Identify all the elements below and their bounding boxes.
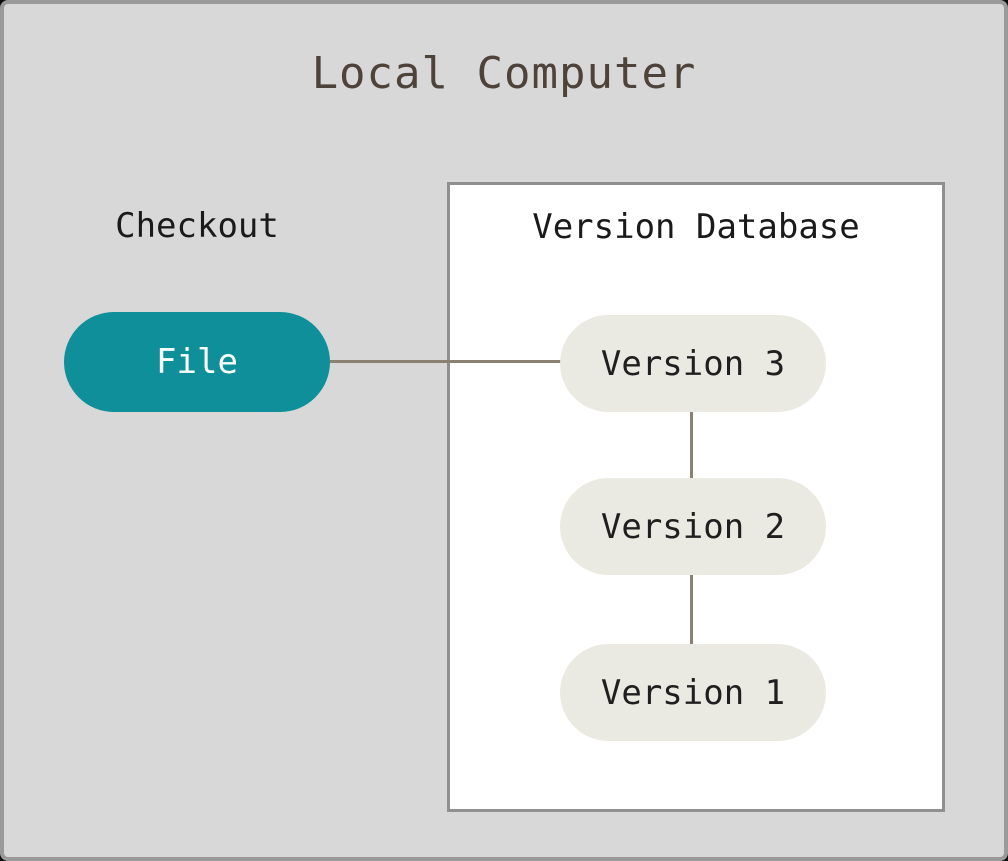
version3-node: Version 3 (560, 315, 826, 412)
connector-version2-to-version1 (690, 574, 693, 645)
checkout-label: Checkout (115, 206, 279, 246)
file-node-label: File (156, 342, 238, 382)
file-node: File (64, 312, 330, 412)
connector-version3-to-version2 (690, 410, 693, 480)
version1-node-label: Version 1 (600, 672, 786, 713)
connector-file-to-version3 (326, 360, 562, 363)
version-database-title: Version Database (532, 207, 860, 247)
version3-node-label: Version 3 (600, 343, 786, 384)
version2-node: Version 2 (560, 478, 826, 575)
version1-node: Version 1 (560, 644, 826, 741)
diagram-title: Local Computer (311, 48, 697, 99)
version2-node-label: Version 2 (600, 506, 786, 547)
